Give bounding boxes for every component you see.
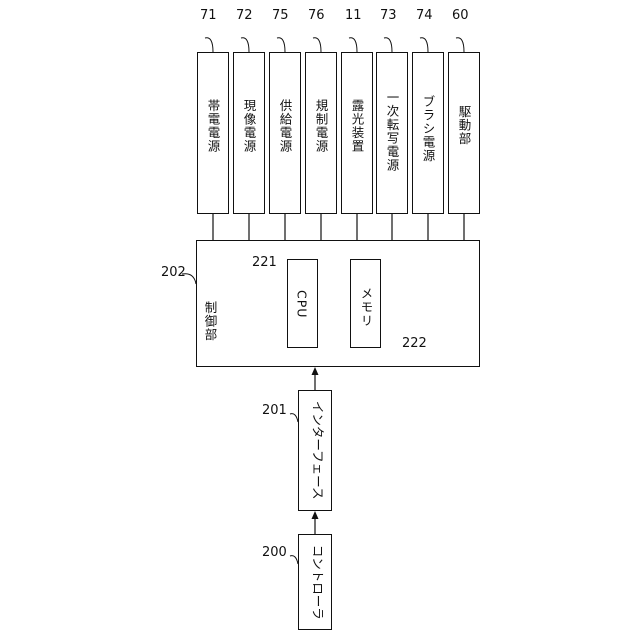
unit-label: 一次転写電源 (385, 91, 398, 172)
control-unit-label: 制御部 (203, 301, 216, 342)
ref-60: 60 (452, 9, 469, 22)
ref-74: 74 (416, 9, 433, 22)
ref-72: 72 (236, 9, 253, 22)
ref-200: 200 (262, 546, 287, 559)
controller-label: コントローラ (311, 532, 324, 632)
primary-transfer-power-box: 一次転写電源 (376, 52, 408, 214)
unit-label: 帯電電源 (206, 99, 219, 153)
unit-label: 供給電源 (278, 99, 291, 153)
ref-71: 71 (200, 9, 217, 22)
drive-unit-box: 駆動部 (448, 52, 480, 214)
unit-label: ブラシ電源 (421, 95, 434, 163)
memory-box: メモリ (350, 259, 381, 348)
ref-221: 221 (252, 256, 277, 269)
unit-label: 駆動部 (457, 105, 470, 146)
ref-76: 76 (308, 9, 325, 22)
unit-label: 露光装置 (350, 99, 363, 153)
ref-222: 222 (402, 337, 427, 350)
supply-power-box: 供給電源 (269, 52, 301, 214)
controller-box: コントローラ (298, 534, 332, 630)
developing-power-box: 現像電源 (233, 52, 265, 214)
ref-201: 201 (262, 404, 287, 417)
memory-label: メモリ (359, 287, 372, 328)
regulation-power-box: 規制電源 (305, 52, 337, 214)
interface-label: インターフェース (311, 390, 324, 510)
charging-power-box: 帯電電源 (197, 52, 229, 214)
ref-75: 75 (272, 9, 289, 22)
interface-box: インターフェース (298, 390, 332, 511)
ref-73: 73 (380, 9, 397, 22)
brush-power-box: ブラシ電源 (412, 52, 444, 214)
exposure-device-box: 露光装置 (341, 52, 373, 214)
ref-11: 11 (345, 9, 362, 22)
control-unit-box: 制御部 (196, 240, 480, 367)
unit-label: 規制電源 (314, 99, 327, 153)
cpu-label: CPU (295, 290, 308, 318)
ref-202: 202 (161, 266, 186, 279)
unit-label: 現像電源 (242, 99, 255, 153)
cpu-box: CPU (287, 259, 318, 348)
